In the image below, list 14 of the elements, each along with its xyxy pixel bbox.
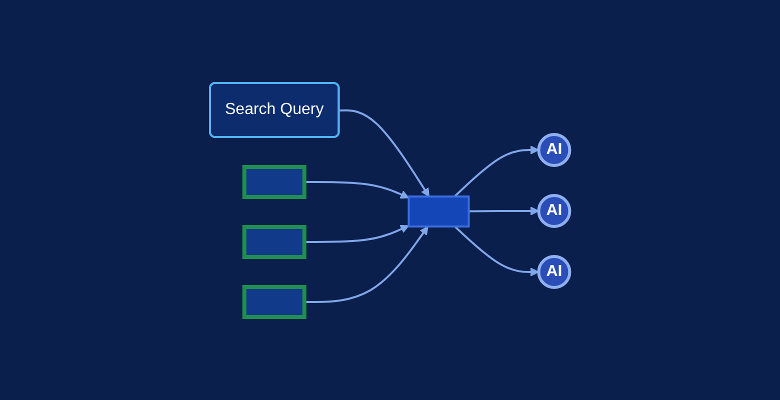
arrow xyxy=(339,109,430,197)
node-box xyxy=(242,225,306,259)
arrow xyxy=(454,226,540,276)
node-box xyxy=(242,285,306,319)
arrow xyxy=(468,206,540,216)
arrow xyxy=(454,146,540,198)
node-box xyxy=(408,196,470,228)
node-box xyxy=(242,165,306,199)
arrow xyxy=(304,226,428,303)
node-circle: AI xyxy=(537,194,572,228)
arrow xyxy=(304,181,410,199)
node-circle: AI xyxy=(537,133,572,167)
node-circle: AI xyxy=(537,255,572,289)
arrow xyxy=(304,224,410,243)
